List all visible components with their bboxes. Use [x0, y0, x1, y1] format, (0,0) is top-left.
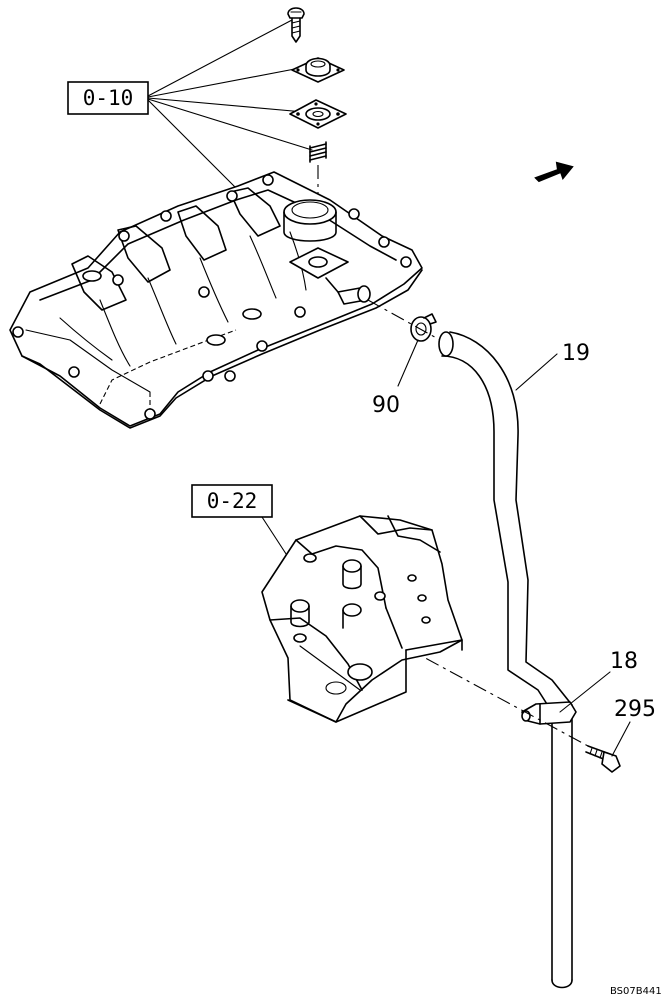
bracket-ref-label: 0-22: [207, 489, 258, 513]
center-line-nipple: [367, 299, 441, 341]
clamp-bolt: [585, 745, 621, 773]
leader-bolt: [611, 721, 631, 757]
center-line-bolt: [354, 619, 589, 747]
cover-ref-leaders: [147, 19, 313, 193]
part-label-hose: 19: [562, 341, 590, 366]
cover-ref-label: 0-10: [83, 86, 134, 110]
direction-arrow-icon: [534, 161, 574, 183]
leader-hose: [515, 353, 558, 391]
part-label-clip: 90: [372, 393, 400, 418]
breather-plate: [289, 99, 347, 129]
breather-screw: [287, 7, 305, 43]
bracket-ref-box[interactable]: 0-22: [191, 484, 273, 518]
breather-hose: [438, 331, 573, 989]
cover-bolts: [12, 174, 412, 420]
part-label-clamp: 18: [610, 649, 638, 674]
part-label-bolt: 295: [614, 697, 656, 722]
part-labels: 90 19 18 295: [372, 339, 656, 757]
cover-ref-box[interactable]: 0-10: [67, 81, 149, 115]
hose-clip: [410, 313, 437, 342]
leader-clip: [397, 339, 419, 387]
leader-clamp: [559, 671, 611, 713]
breather-spring: [309, 141, 327, 163]
breather-cap: [291, 57, 345, 83]
cylinder-head-cover: [9, 171, 423, 429]
drawing-code: BS07B441: [610, 986, 662, 997]
mounting-bracket: [261, 515, 463, 723]
bracket-ref-leader: [261, 516, 291, 561]
